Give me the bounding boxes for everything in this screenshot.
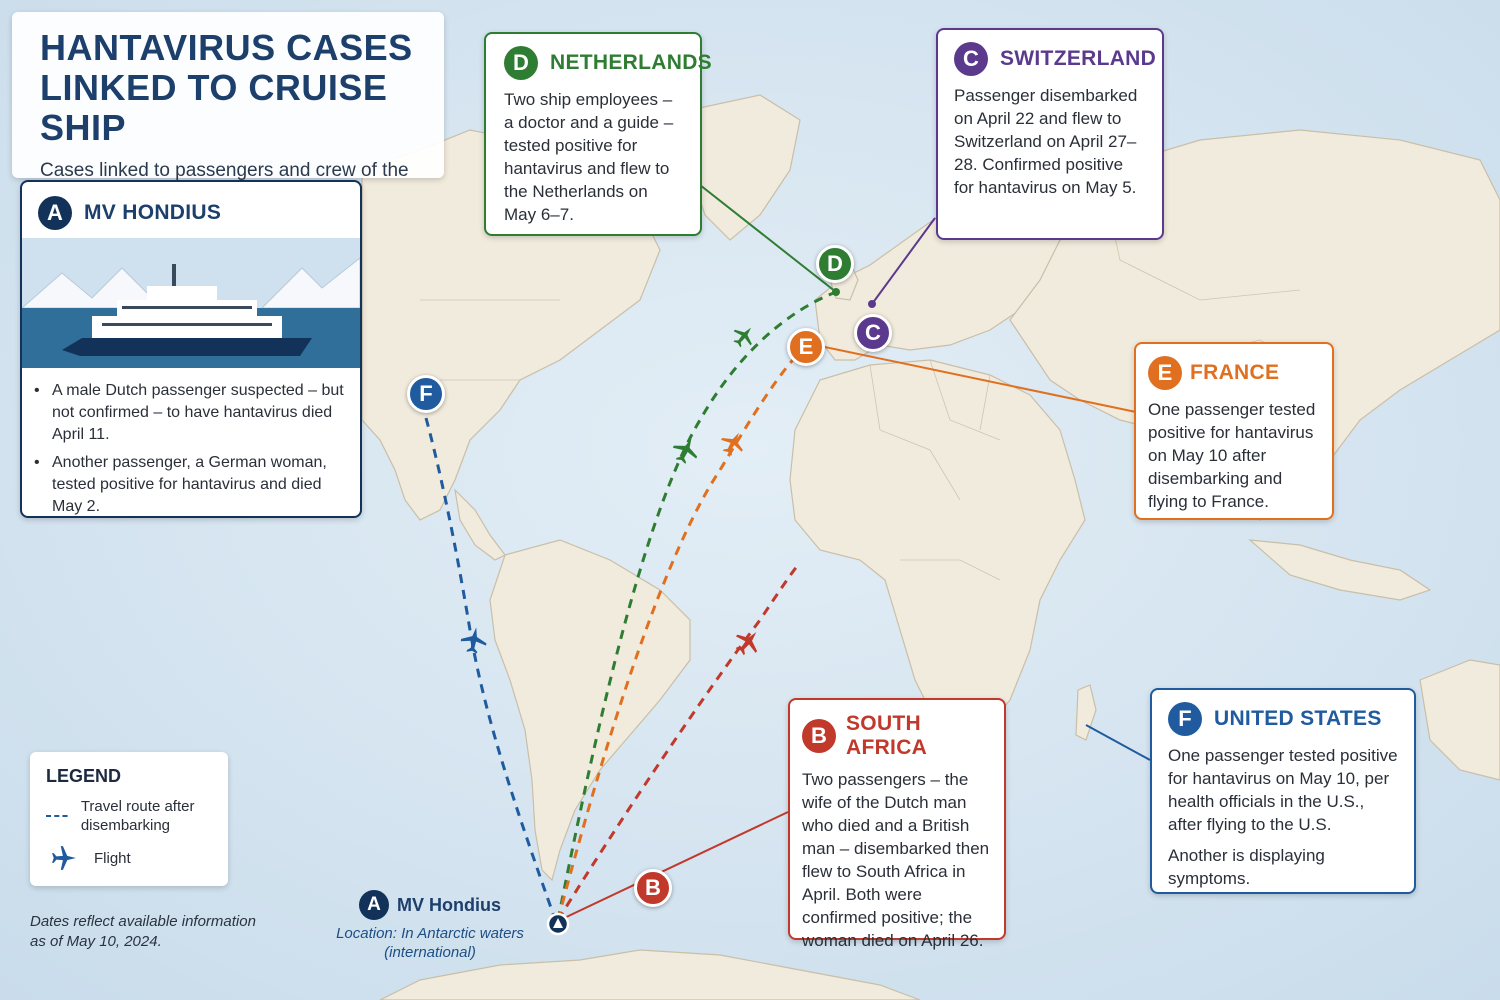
ship-location-label: A MV Hondius Location: In Antarctic wate… <box>330 890 530 962</box>
ship-name: MV Hondius <box>397 894 501 915</box>
route-e <box>556 344 808 921</box>
card-netherlands: D NETHERLANDS Two ship employees – a doc… <box>484 32 712 236</box>
card-description: Another is displaying symptoms. <box>1168 846 1325 888</box>
card-switzerland: C SWITZERLAND Passenger disembarked on A… <box>936 28 1164 240</box>
badge-c: C <box>954 42 988 76</box>
australia-edge <box>1419 659 1500 781</box>
badge-a: A <box>359 890 389 920</box>
card-title: MV HONDIUS <box>84 201 222 224</box>
leader-b <box>559 811 789 921</box>
card-title: NETHERLANDS <box>550 51 712 74</box>
plane-icon <box>52 846 76 870</box>
map-pin-f[interactable]: F <box>407 375 445 413</box>
cruise-ship-illustration <box>22 238 360 368</box>
ship-location: Location: In Antarctic waters (internati… <box>336 925 524 961</box>
south-america <box>489 539 691 882</box>
dashed-line-icon <box>46 815 69 817</box>
title-box: HANTAVIRUS CASES LINKED TO CRUISE SHIP C… <box>12 12 444 207</box>
map-pin-e[interactable]: E <box>787 328 825 366</box>
card-description: Two ship employees – a doctor and a guid… <box>504 90 674 224</box>
route-b <box>556 564 800 921</box>
southeast-asia-islands <box>1248 539 1432 601</box>
page-title: HANTAVIRUS CASES LINKED TO CRUISE SHIP <box>40 27 413 148</box>
card-title: FRANCE <box>1190 361 1280 384</box>
map-pin-d[interactable]: D <box>816 245 854 283</box>
leader-f <box>1085 724 1151 761</box>
card-description: Passenger disembarked on April 22 and fl… <box>954 86 1138 197</box>
leader-d <box>699 184 837 293</box>
card-title: SWITZERLAND <box>1000 47 1157 70</box>
card-south-africa: B SOUTH AFRICA Two passengers – the wife… <box>788 698 1006 950</box>
card-title: UNITED STATES <box>1214 707 1382 730</box>
card-united-states: F UNITED STATES One passenger tested pos… <box>1150 688 1416 894</box>
list-item: Another passenger, a German woman, teste… <box>22 452 346 518</box>
legend: LEGEND Travel route after disembarking F… <box>30 752 228 886</box>
route-d <box>556 290 837 921</box>
card-france: E FRANCE One passenger tested positive f… <box>1134 342 1334 520</box>
map-pin-b[interactable]: B <box>634 869 672 907</box>
badge-e: E <box>1148 356 1182 390</box>
legend-route-label: Travel route after disembarking <box>80 798 195 834</box>
madagascar <box>1075 684 1097 741</box>
antarctica <box>379 949 921 1000</box>
badge-f: F <box>1168 702 1202 736</box>
leader-c <box>871 217 936 305</box>
footnote: Dates reflect available information as o… <box>30 913 256 950</box>
legend-flight-label: Flight <box>94 849 131 867</box>
leader-e <box>819 345 1137 413</box>
legend-title: LEGEND <box>46 766 122 786</box>
badge-a: A <box>38 196 72 230</box>
card-title: SOUTH AFRICA <box>846 712 928 759</box>
badge-d: D <box>504 46 538 80</box>
map-pin-c[interactable]: C <box>854 314 892 352</box>
badge-b: B <box>802 719 836 753</box>
card-description: One passenger tested positive for hantav… <box>1168 746 1398 834</box>
central-america <box>454 488 506 561</box>
card-mv-hondius: A MV HONDIUS A male Dutch passenger susp… <box>20 180 362 518</box>
list-item: A male Dutch passenger suspected – but n… <box>22 380 346 446</box>
card-description: One passenger tested positive for hantav… <box>1148 400 1316 511</box>
card-description: Two passengers – the wife of the Dutch m… <box>802 770 990 950</box>
